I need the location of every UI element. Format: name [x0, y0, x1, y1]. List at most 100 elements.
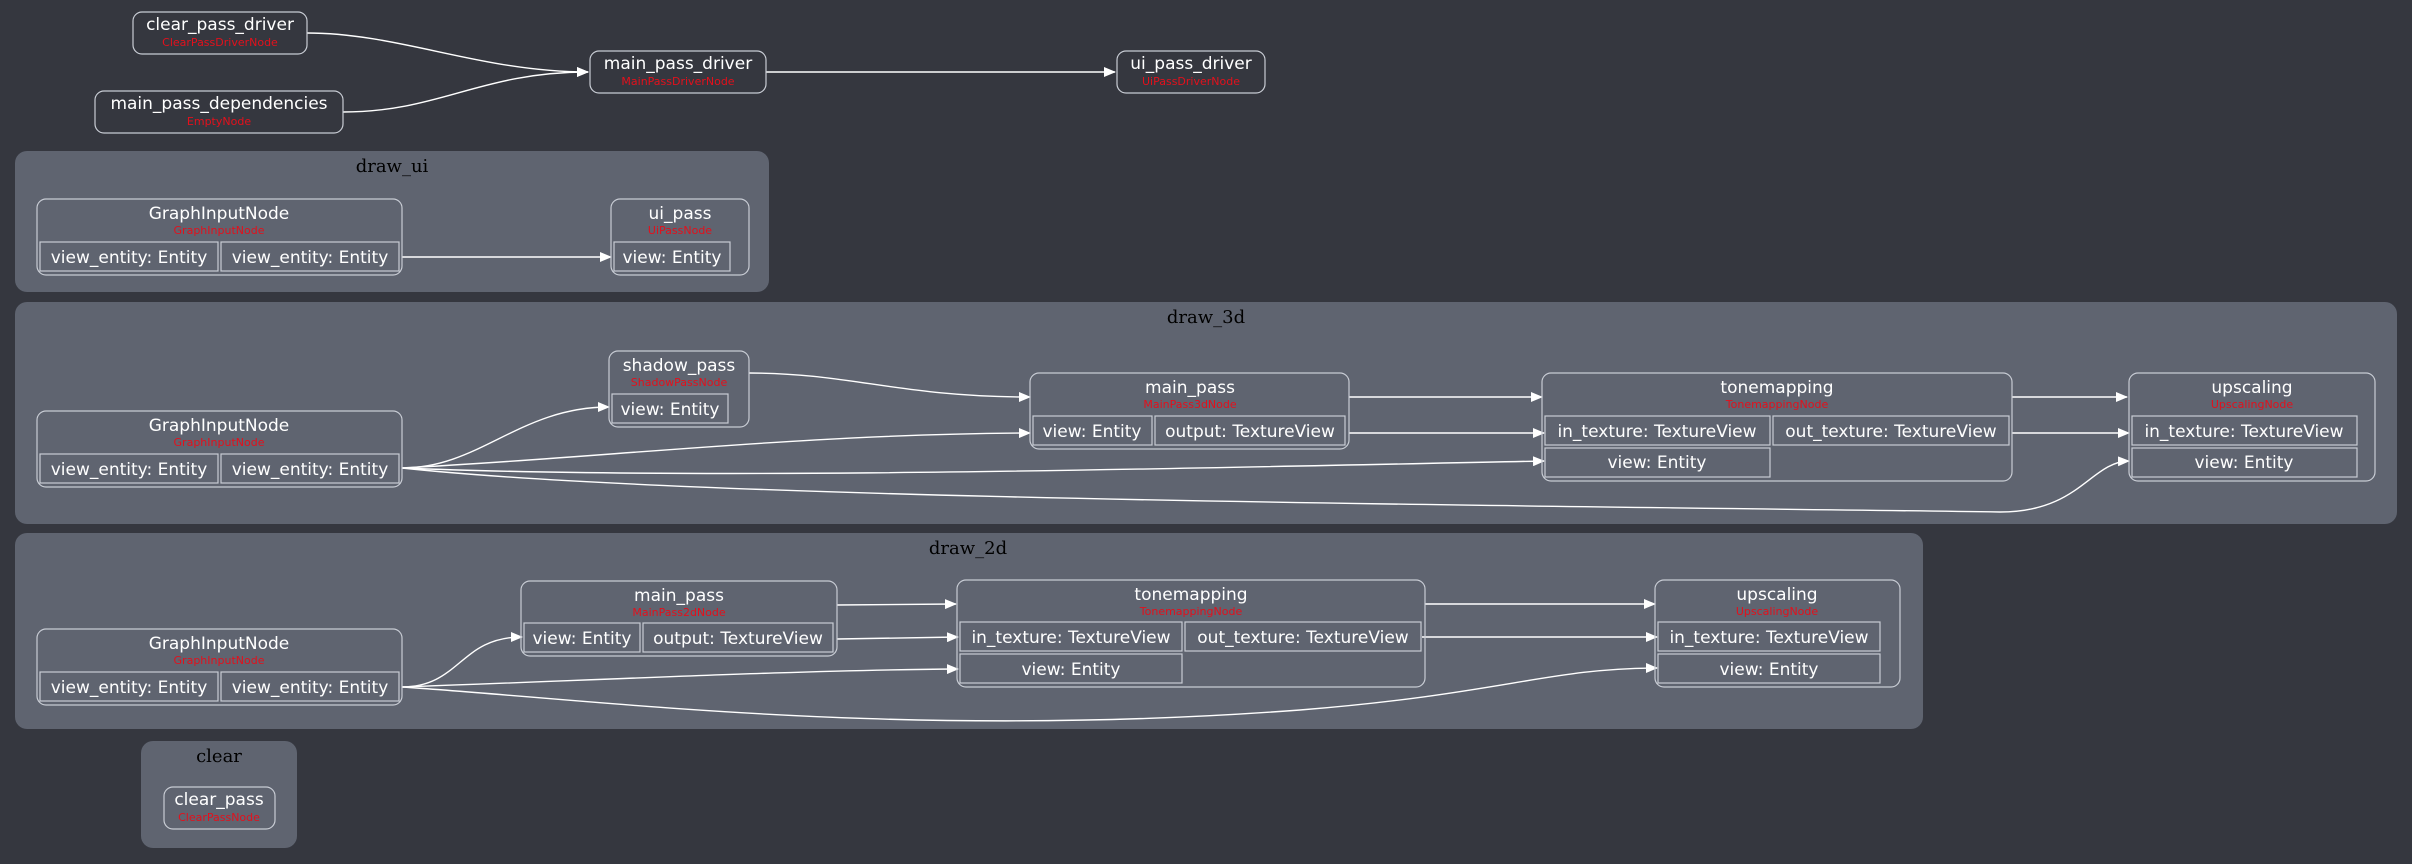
cluster-label-clear: clear	[196, 746, 242, 767]
node-draw-2d-tonemapping[interactable]: tonemapping TonemappingNode in_texture: …	[956, 579, 1426, 688]
node-type: MainPass2dNode	[632, 606, 726, 619]
slot-view: view: Entity	[1043, 422, 1142, 442]
node-type: UiPassDriverNode	[1142, 75, 1240, 88]
node-clear-pass-driver[interactable]: clear_pass_driver ClearPassDriverNode	[132, 11, 308, 55]
slot-in-texture: in_texture: TextureView	[1557, 422, 1756, 442]
cluster-draw-2d: draw_2d	[15, 533, 1923, 729]
node-ui-pass-driver[interactable]: ui_pass_driver UiPassDriverNode	[1116, 50, 1266, 94]
edge-draw-2d-input-to-main-pass	[401, 632, 523, 688]
slot-box	[613, 241, 731, 272]
edge-clear-pass-driver-to-main-pass-driver	[306, 32, 589, 77]
node-title: tonemapping	[1720, 378, 1833, 398]
edge-draw-2d-output-to-in-texture	[836, 632, 959, 643]
edge-draw-3d-shadow-to-main-pass	[748, 372, 1031, 402]
slot-out-texture: out_texture: TextureView	[1785, 422, 1997, 442]
edge-draw-3d-input-to-upscaling	[401, 456, 2130, 513]
cluster-label-draw-3d: draw_3d	[1167, 307, 1245, 328]
node-title: main_pass_driver	[604, 54, 752, 74]
node-draw-2d-main-pass[interactable]: main_pass MainPass2dNode view: Entity ou…	[520, 580, 838, 657]
node-title: ui_pass	[649, 204, 712, 224]
node-main-pass-dependencies[interactable]: main_pass_dependencies EmptyNode	[94, 90, 344, 134]
slot-view-entity-in: view_entity: Entity	[51, 460, 208, 480]
slot-box	[959, 653, 1183, 684]
node-title: ui_pass_driver	[1130, 54, 1251, 74]
edge-draw-3d-input-to-shadow-pass	[401, 402, 610, 469]
node-title: main_pass_dependencies	[110, 94, 327, 114]
node-title: main_pass	[634, 586, 724, 606]
slot-box	[220, 241, 400, 272]
node-type: TonemappingNode	[1725, 398, 1829, 411]
node-draw-2d-upscaling[interactable]: upscaling UpscalingNode in_texture: Text…	[1654, 579, 1901, 688]
node-type: GraphInputNode	[174, 436, 265, 449]
slot-box	[642, 622, 834, 653]
node-main-pass-driver[interactable]: main_pass_driver MainPassDriverNode	[589, 50, 767, 94]
slot-box	[1154, 415, 1346, 446]
node-draw-3d-main-pass[interactable]: main_pass MainPass3dNode view: Entity ou…	[1029, 372, 1350, 450]
cluster-clear: clear	[141, 741, 297, 848]
node-draw-3d-graph-input[interactable]: GraphInputNode GraphInputNode view_entit…	[36, 410, 403, 488]
slot-box	[1544, 447, 1771, 478]
node-title: main_pass	[1145, 378, 1235, 398]
slot-view: view: Entity	[533, 629, 632, 649]
node-title: clear_pass	[174, 790, 264, 810]
cluster-label-draw-ui: draw_ui	[356, 156, 429, 177]
slot-in-texture: in_texture: TextureView	[1669, 628, 1868, 648]
slot-view: view: Entity	[1720, 660, 1819, 680]
node-draw-3d-upscaling[interactable]: upscaling UpscalingNode in_texture: Text…	[2128, 372, 2376, 482]
node-draw-ui-ui-pass[interactable]: ui_pass UiPassNode view: Entity	[610, 198, 750, 276]
slot-in-texture: in_texture: TextureView	[2144, 422, 2343, 442]
edge-draw-3d-input-to-main-pass	[401, 428, 1031, 469]
slot-view-entity-in: view_entity: Entity	[51, 678, 208, 698]
node-type: TonemappingNode	[1139, 605, 1243, 618]
slot-output: output: TextureView	[653, 629, 823, 649]
edge-draw-2d-input-to-upscaling	[401, 663, 1658, 722]
node-type: GraphInputNode	[174, 224, 265, 237]
node-title: GraphInputNode	[149, 634, 290, 654]
slot-box	[1544, 415, 1771, 446]
node-type: MainPassDriverNode	[621, 75, 734, 88]
node-draw-ui-graph-input[interactable]: GraphInputNode GraphInputNode view_entit…	[36, 198, 403, 276]
slot-view-entity-in: view_entity: Entity	[51, 248, 208, 268]
slot-box	[523, 622, 641, 653]
slot-view: view: Entity	[621, 400, 720, 420]
node-type: GraphInputNode	[174, 654, 265, 667]
slot-box	[611, 393, 729, 424]
node-type: ShadowPassNode	[631, 376, 728, 389]
node-title: GraphInputNode	[149, 204, 290, 224]
edge-main-pass-dependencies-to-main-pass-driver	[342, 67, 589, 113]
slot-box	[1184, 621, 1422, 652]
slot-box	[959, 621, 1183, 652]
slot-box	[39, 671, 219, 702]
slot-out-texture: out_texture: TextureView	[1197, 628, 1409, 648]
cluster-label-draw-2d: draw_2d	[929, 538, 1007, 559]
node-title: clear_pass_driver	[146, 15, 294, 35]
slot-view: view: Entity	[2195, 453, 2294, 473]
slot-box	[39, 241, 219, 272]
slot-box	[39, 453, 219, 484]
edge-draw-2d-input-to-tonemapping	[401, 664, 959, 688]
node-type: UpscalingNode	[1736, 605, 1819, 618]
edge-draw-3d-input-to-tonemapping	[401, 456, 1545, 475]
node-title: GraphInputNode	[149, 416, 290, 436]
node-draw-3d-tonemapping[interactable]: tonemapping TonemappingNode in_texture: …	[1541, 372, 2013, 482]
node-title: upscaling	[1736, 585, 1817, 605]
slot-output: output: TextureView	[1165, 422, 1335, 442]
slot-box	[220, 453, 400, 484]
node-draw-3d-shadow-pass[interactable]: shadow_pass ShadowPassNode view: Entity	[608, 350, 750, 428]
slot-box	[1657, 653, 1881, 684]
slot-view-entity-out: view_entity: Entity	[232, 460, 389, 480]
node-title: shadow_pass	[623, 356, 736, 376]
slot-in-texture: in_texture: TextureView	[971, 628, 1170, 648]
node-type: EmptyNode	[187, 115, 251, 128]
slot-view-entity-out: view_entity: Entity	[232, 248, 389, 268]
slot-box	[1657, 621, 1881, 652]
slot-box	[220, 671, 400, 702]
edge-draw-2d-main-to-tonemapping	[836, 599, 957, 610]
node-clear-pass[interactable]: clear_pass ClearPassNode	[163, 786, 276, 830]
node-draw-2d-graph-input[interactable]: GraphInputNode GraphInputNode view_entit…	[36, 628, 403, 706]
slot-view: view: Entity	[1022, 660, 1121, 680]
slot-box	[1032, 415, 1153, 446]
slot-box	[2131, 447, 2358, 478]
node-type: ClearPassNode	[178, 811, 260, 824]
